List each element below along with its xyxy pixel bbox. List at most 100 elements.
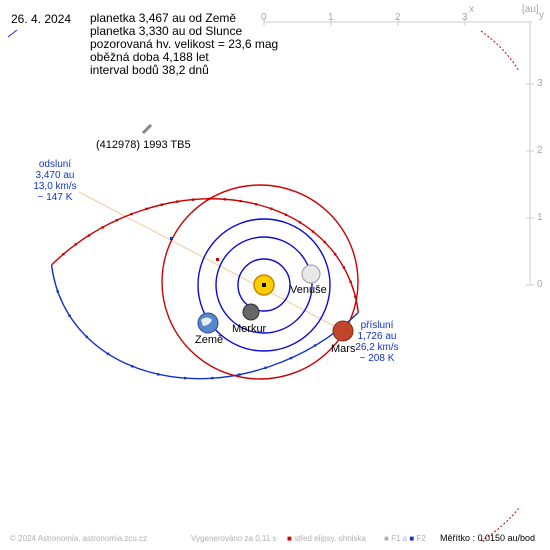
mars-icon	[332, 320, 354, 342]
info-line: planetka 3,330 au od Slunce	[90, 24, 243, 38]
orbit-point	[238, 373, 241, 376]
legend-f2-dot: ■	[409, 534, 415, 543]
orbit-point	[85, 335, 88, 339]
orbit-point	[323, 240, 326, 244]
legend-f1-dot: ■	[384, 534, 389, 543]
y-axis-label: y	[539, 10, 544, 21]
orbit-point	[131, 365, 134, 368]
aphelion-speed: 13,0 km/s	[33, 181, 77, 192]
mercury-orbit	[237, 258, 291, 312]
orbit-point	[255, 203, 258, 206]
planet-orbits	[197, 218, 331, 352]
legend-center: ■ střed elipsy, ohniska	[287, 534, 366, 543]
y-tick-label: 2	[537, 145, 543, 156]
orbit-point	[62, 253, 65, 256]
perihelion-label: přísluní	[360, 320, 394, 331]
orbit-point	[183, 376, 187, 380]
legend-red-dot: ■	[287, 534, 292, 543]
earth-label: Země	[195, 334, 224, 346]
asteroid-position	[141, 123, 153, 135]
earth-clouds	[201, 317, 212, 326]
mercury-icon	[242, 303, 260, 321]
legend-f1-label: F1 a	[391, 534, 408, 543]
orbit-point	[342, 266, 345, 269]
orbit-point	[207, 197, 211, 201]
perihelion-speed: 26,2 km/s	[355, 342, 399, 353]
info-line: interval bodů 38,2 dnů	[90, 63, 209, 77]
orbit-point	[101, 226, 104, 229]
legend-f2-label: F2	[416, 534, 426, 543]
asteroid-arc-bottom	[480, 507, 520, 542]
asteroid-name: (412978) 1993 TB5	[96, 139, 191, 151]
y-tick-label: 3	[537, 78, 543, 89]
orbit-point	[270, 207, 273, 210]
orbit-point	[349, 280, 352, 283]
info-line: pozorovaná hv. velikost = 23,6 mag	[90, 37, 279, 51]
apsis-line	[78, 191, 339, 329]
venus-label: Venuše	[290, 284, 327, 296]
date-label: 26. 4. 2024	[11, 12, 72, 26]
aphelion-temp: ~ 147 K	[37, 192, 73, 203]
orbit-point	[191, 198, 195, 201]
orbit-point	[298, 221, 302, 224]
legend-center-label: střed elipsy, ohniska	[294, 534, 366, 543]
axes	[263, 18, 534, 286]
aphelion-distance: 3,470 au	[35, 170, 75, 181]
x-tick-label: 3	[462, 12, 468, 23]
orbit-point	[145, 207, 148, 211]
orbit-point-marks	[56, 197, 357, 380]
info-line: oběžná doba 4,188 let	[90, 50, 209, 64]
orbit-point	[87, 234, 91, 237]
perihelion-info: přísluní 1,726 au 26,2 km/s ~ 208 K	[350, 320, 404, 364]
position-mark	[7, 29, 18, 38]
copyright-text: © 2024 Astronomia, astronomia.zcu.cz	[10, 534, 148, 543]
orbit-point	[211, 376, 214, 380]
orbit-point	[115, 219, 118, 222]
perihelion-temp: ~ 208 K	[359, 353, 395, 364]
orbit-point	[333, 253, 337, 256]
x-tick-label: 0	[261, 12, 267, 23]
axis-unit: [au]	[522, 4, 539, 15]
orbit-point	[313, 344, 317, 347]
asteroid-orbit	[50, 197, 359, 380]
x-tick-label: 1	[328, 12, 334, 23]
orbit-point	[311, 230, 315, 233]
mercury-label: Merkur	[232, 323, 267, 335]
y-tick-label: 0	[537, 279, 543, 290]
info-line: planetka 3,467 au od Země	[90, 11, 237, 25]
orbit-point	[176, 200, 179, 203]
orbit-point	[354, 295, 357, 299]
mars-orbit	[161, 184, 359, 380]
aphelion-info: odsluní 3,470 au 13,0 km/s ~ 147 K	[28, 159, 82, 203]
focus-f2-marker	[170, 237, 173, 240]
orbit-point	[56, 290, 59, 293]
orbit-point	[68, 314, 71, 317]
ellipse-center-marker	[216, 258, 219, 261]
x-tick-label: 2	[395, 12, 401, 23]
scale-label: Měřítko : 0,0150 au/bod	[440, 533, 536, 543]
orbit-point	[223, 198, 226, 201]
asteroid-orbit-south	[50, 264, 359, 380]
generated-time: Vygenerováno za 0,11 s	[191, 534, 277, 543]
orbit-point	[289, 356, 293, 360]
orbit-point	[106, 352, 110, 355]
y-tick-label: 1	[537, 212, 543, 223]
x-axis-label: x	[469, 4, 474, 15]
orbit-point	[264, 366, 267, 369]
asteroid-arc-top	[480, 30, 520, 72]
orbit-point	[130, 212, 133, 216]
sun-center	[262, 283, 266, 287]
legend-foci: ■ F1 a ■ F2	[384, 534, 426, 543]
orbit-point	[74, 243, 77, 246]
venus-icon	[301, 264, 321, 284]
mars-label: Mars	[331, 343, 356, 355]
earth-orbit	[197, 218, 331, 352]
info-block: planetka 3,467 au od Země planetka 3,330…	[90, 12, 278, 77]
orbit-point	[284, 213, 288, 216]
orbit-point	[160, 203, 163, 206]
venus-orbit	[215, 236, 313, 334]
orbit-point	[157, 373, 160, 376]
perihelion-distance: 1,726 au	[357, 331, 397, 342]
